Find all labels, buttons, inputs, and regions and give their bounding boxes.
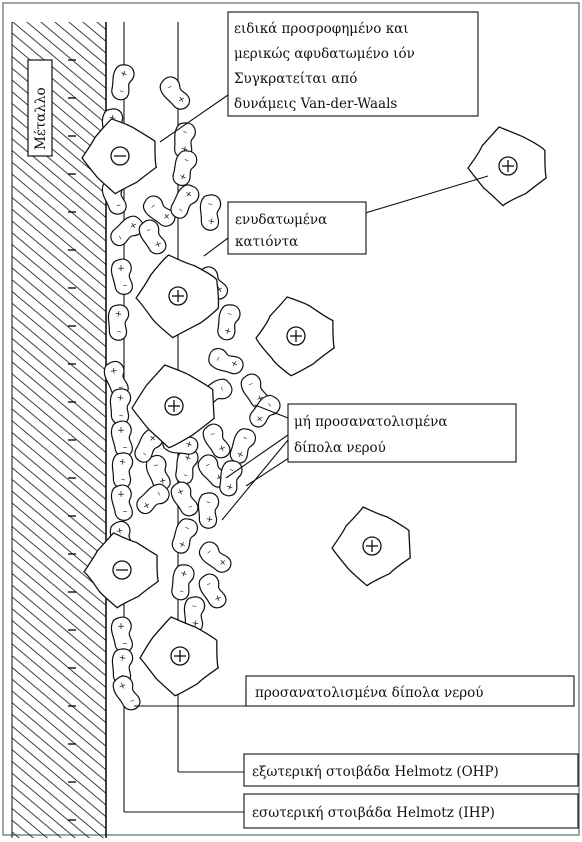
water-dipole: +– bbox=[111, 485, 132, 520]
adsorbed-ion-line-3: Συγκρατείται από bbox=[234, 71, 357, 87]
water-dipole: –+ bbox=[194, 491, 221, 529]
adsorbed-ion-line-4: δυνάμεις Van-der-Waals bbox=[234, 96, 397, 112]
svg-text:–: – bbox=[123, 443, 128, 453]
label-oriented-dipoles: προσανατολισμένα δίπολα νερού bbox=[246, 676, 574, 706]
hydrated-cations-line-1: ενυδατωμένα bbox=[235, 212, 327, 228]
label-unoriented-dipoles: μή προσανατολισμένα δίπολα νερού bbox=[288, 404, 516, 462]
leader-oriented-dipoles bbox=[134, 692, 246, 706]
water-dipole: +– bbox=[166, 562, 198, 602]
ihp-text: εσωτερική στοιβάδα Helmotz (IHP) bbox=[252, 805, 495, 821]
hydrated-cation bbox=[468, 127, 546, 206]
water-dipole: –+ bbox=[167, 147, 201, 188]
water-dipole: +– bbox=[106, 62, 138, 102]
water-dipole: +– bbox=[168, 479, 200, 519]
svg-text:–: – bbox=[123, 507, 128, 517]
water-dipole: +– bbox=[111, 259, 132, 294]
oriented-dipoles-text: προσανατολισμένα δίπολα νερού bbox=[255, 685, 484, 701]
water-dipole: +– bbox=[111, 617, 132, 652]
adsorbed-ion-line-2: μερικώς αφυδατωμένο ιόν bbox=[234, 46, 415, 62]
svg-text:–: – bbox=[123, 639, 128, 649]
svg-text:+: + bbox=[117, 426, 125, 436]
leader-hydrated-cations bbox=[204, 238, 228, 256]
hydrated-cation bbox=[140, 617, 218, 696]
svg-text:+: + bbox=[117, 622, 125, 632]
svg-text:–: – bbox=[123, 281, 128, 291]
hydrated-cation bbox=[332, 507, 410, 586]
water-dipole: +– bbox=[104, 303, 131, 341]
metal-label: Μέταλλο bbox=[33, 87, 49, 150]
ohp-text: εξωτερική στοιβάδα Helmotz (OHP) bbox=[252, 764, 499, 780]
water-dipole: –+ bbox=[196, 538, 235, 578]
unoriented-dipoles-line-1: μή προσανατολισμένα bbox=[294, 414, 448, 430]
svg-text:+: + bbox=[117, 264, 125, 274]
label-ohp: εξωτερική στοιβάδα Helmotz (OHP) bbox=[244, 754, 578, 786]
water-dipole: –+ bbox=[157, 73, 193, 114]
hydrated-cations-line-2: κατιόντα bbox=[235, 234, 298, 250]
metal-label-box: Μέταλλο bbox=[28, 60, 52, 156]
svg-text:+: + bbox=[117, 490, 125, 500]
hydrated-cation bbox=[256, 297, 334, 376]
water-dipole: +– bbox=[111, 421, 132, 456]
water-dipole: +– bbox=[106, 387, 133, 425]
water-dipole: +– bbox=[108, 451, 135, 489]
water-dipole: –+ bbox=[196, 193, 223, 231]
label-ihp: εσωτερική στοιβάδα Helmotz (IHP) bbox=[244, 794, 578, 828]
label-adsorbed-ion: ειδικά προσροφημένο και μερικώς αφυδατωμ… bbox=[228, 12, 478, 116]
water-dipole: –+ bbox=[166, 515, 202, 556]
label-hydrated-cations: ενυδατωμένα κατιόντα bbox=[228, 202, 366, 254]
water-dipole: –+ bbox=[205, 344, 246, 380]
unoriented-dipoles-line-2: δίπολα νερού bbox=[294, 440, 386, 456]
adsorbed-ion-line-1: ειδικά προσροφημένο και bbox=[234, 21, 409, 37]
